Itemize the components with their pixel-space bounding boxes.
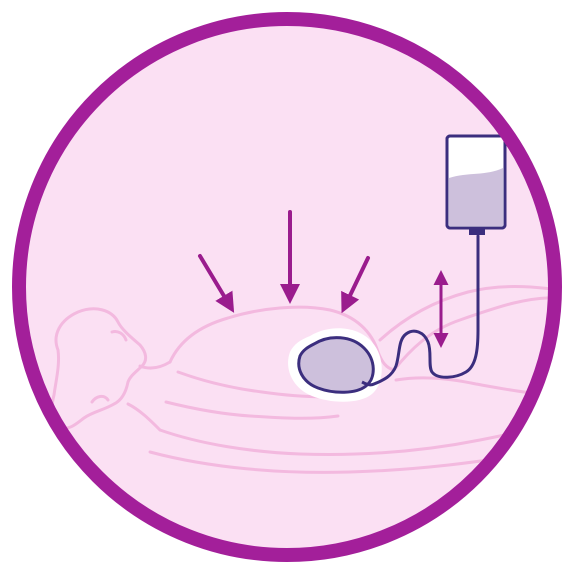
- uterine-balloon-icon: [299, 338, 373, 393]
- fluid-bag-icon: [447, 136, 505, 234]
